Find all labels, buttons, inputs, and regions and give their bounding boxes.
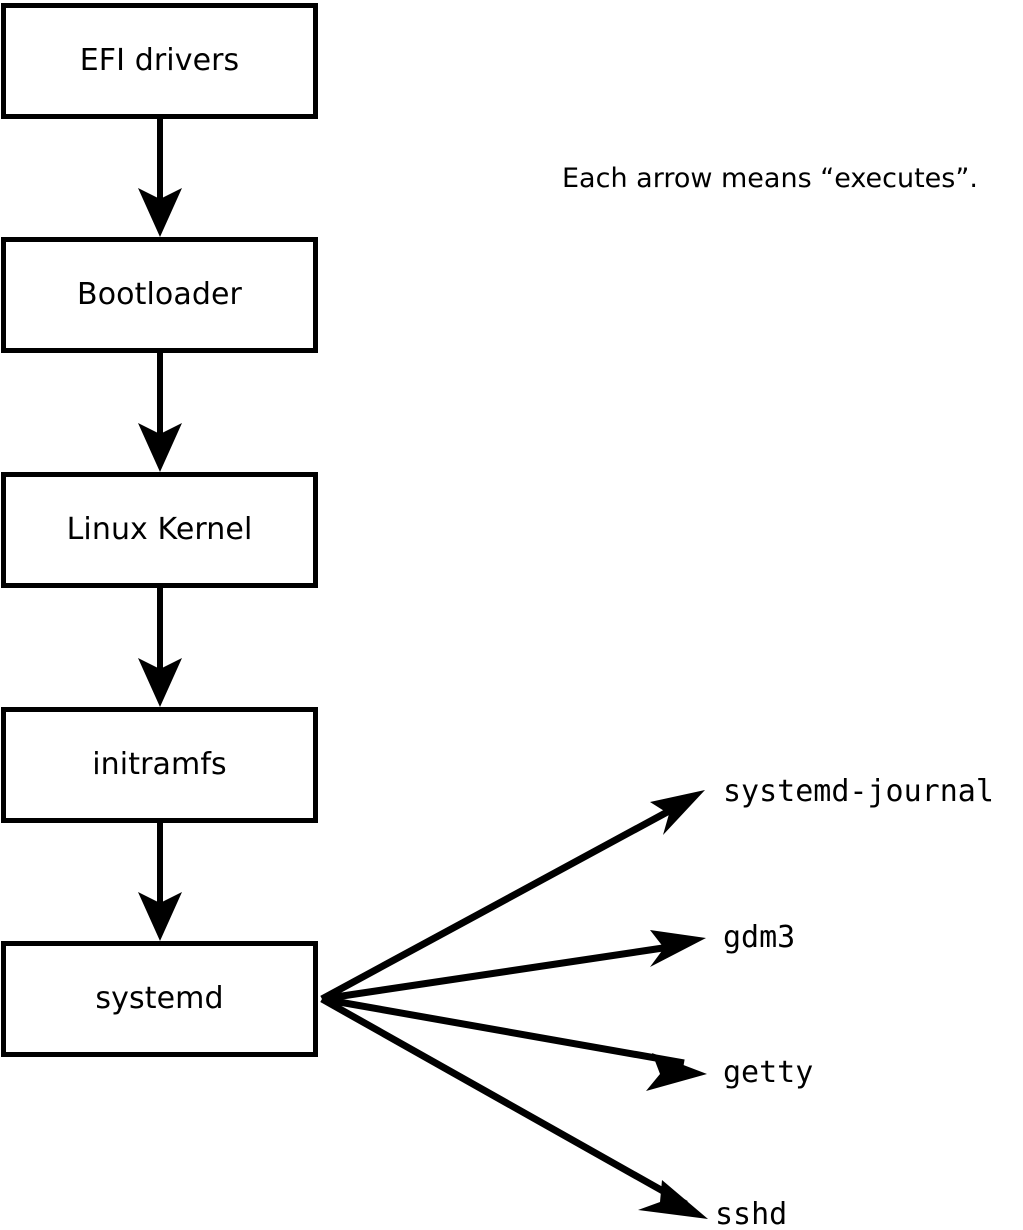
stage-box-systemd[interactable]: systemd <box>1 941 318 1057</box>
stage-box-efi-drivers[interactable]: EFI drivers <box>1 3 318 119</box>
service-label-sshd[interactable]: sshd <box>715 1197 788 1230</box>
service-label-gdm3[interactable]: gdm3 <box>723 920 796 955</box>
stage-box-bootloader[interactable]: Bootloader <box>1 237 318 353</box>
fan-arrow-systemd-journal <box>320 790 705 1003</box>
service-label-getty[interactable]: getty <box>723 1055 814 1090</box>
stage-label-efi-drivers: EFI drivers <box>79 43 240 78</box>
stage-label-bootloader: Bootloader <box>77 277 242 312</box>
fan-arrow-gdm3 <box>321 930 706 1003</box>
fan-arrow-getty <box>321 995 707 1091</box>
stage-box-linux-kernel[interactable]: Linux Kernel <box>1 472 318 588</box>
chain-arrow-efi-to-bootloader <box>138 119 182 237</box>
chain-arrow-initramfs-to-systemd <box>138 823 182 941</box>
fan-arrow-sshd <box>320 995 708 1219</box>
stage-box-initramfs[interactable]: initramfs <box>1 707 318 823</box>
stage-label-systemd: systemd <box>95 981 224 1016</box>
chain-arrow-bootloader-to-kernel <box>138 353 182 472</box>
service-label-systemd-journal[interactable]: systemd-journal <box>723 774 994 809</box>
stage-label-initramfs: initramfs <box>92 747 227 782</box>
chain-arrow-kernel-to-initramfs <box>138 588 182 707</box>
stage-label-linux-kernel: Linux Kernel <box>66 512 253 547</box>
legend-note: Each arrow means “executes”. <box>562 163 978 194</box>
